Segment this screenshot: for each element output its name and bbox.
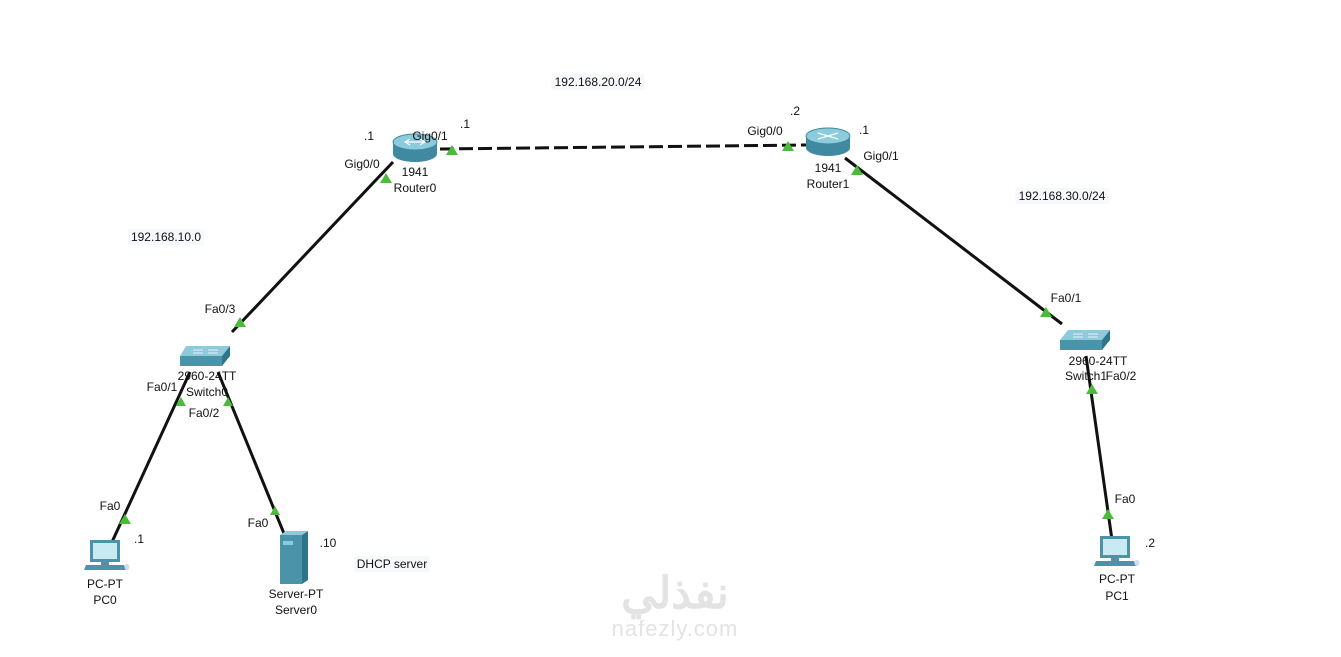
link-router1-switch1[interactable] — [844, 156, 1063, 326]
router0-gig00-ip: .1 — [363, 129, 375, 143]
port-up-icon — [119, 514, 131, 524]
pc0-icon[interactable] — [84, 540, 130, 570]
router0-gig01-port: Gig0/1 — [412, 129, 448, 143]
switch0-fa02-port: Fa0/2 — [188, 406, 220, 420]
router1-gig01-port: Gig0/1 — [863, 149, 899, 163]
port-up-icon — [1040, 307, 1052, 317]
pc1-icon[interactable] — [1094, 536, 1140, 566]
network-label-lan-left: 192.168.10.0 — [127, 229, 205, 245]
server0-name[interactable]: Server0 — [274, 603, 318, 617]
link-router0-router1[interactable] — [439, 143, 807, 151]
watermark-arabic: نفذلي — [621, 569, 729, 618]
pc0-model: PC-PT — [87, 577, 123, 591]
network-label-lan-right: 192.168.30.0/24 — [1015, 188, 1109, 204]
port-up-icon — [270, 506, 280, 515]
server0-model: Server-PT — [268, 587, 324, 601]
router1-icon[interactable] — [805, 127, 851, 156]
switch0-name[interactable]: Switch0 — [185, 385, 229, 399]
port-up-icon — [782, 141, 794, 151]
switch0-fa01-port: Fa0/1 — [146, 380, 178, 394]
pc0-name[interactable]: PC0 — [93, 593, 117, 607]
link-switch1-pc1[interactable] — [1084, 355, 1114, 541]
router0-gig01-ip: .1 — [459, 117, 471, 131]
port-up-icon — [1102, 509, 1114, 519]
pc0-port: Fa0 — [99, 499, 121, 513]
router0-model: 1941 — [401, 165, 429, 179]
links — [110, 143, 1114, 543]
router1-gig00-port: Gig0/0 — [747, 124, 783, 138]
router1-gig01-ip: .1 — [858, 123, 870, 137]
port-up-icon — [446, 145, 458, 155]
pc1-port: Fa0 — [1114, 492, 1136, 506]
pc1-ip: .2 — [1144, 536, 1156, 550]
switch1-name[interactable]: Switch1 — [1064, 369, 1108, 383]
watermark-latin: nafezly.com — [611, 616, 739, 641]
server0-ip: .10 — [319, 536, 337, 550]
router1-name[interactable]: Router1 — [806, 177, 850, 191]
router1-gig00-ip: .2 — [789, 104, 801, 118]
switch0-icon[interactable] — [180, 346, 230, 366]
link-router0-switch0[interactable] — [230, 160, 395, 334]
pc0-ip: .1 — [133, 532, 145, 546]
dhcp-server-note: DHCP server — [353, 556, 431, 572]
port-indicators — [119, 141, 1114, 524]
router1-model: 1941 — [814, 161, 842, 175]
port-up-icon — [234, 317, 246, 327]
pc1-model: PC-PT — [1099, 572, 1135, 586]
switch0-model: 2960-24TT — [177, 369, 237, 383]
port-up-icon — [176, 397, 186, 406]
watermark: نفذلي nafezly.com — [590, 572, 760, 642]
switch1-model: 2960-24TT — [1068, 354, 1128, 368]
port-up-icon — [223, 397, 233, 406]
network-label-wan: 192.168.20.0/24 — [551, 74, 645, 90]
pc1-name[interactable]: PC1 — [1105, 589, 1129, 603]
port-up-icon — [1086, 384, 1098, 394]
port-up-icon — [380, 173, 392, 183]
server0-port: Fa0 — [247, 516, 269, 530]
switch1-fa01-port: Fa0/1 — [1050, 291, 1082, 305]
router0-name[interactable]: Router0 — [393, 181, 437, 195]
switch1-fa02-port: Fa0/2 — [1105, 369, 1137, 383]
switch0-fa03-port: Fa0/3 — [204, 302, 236, 316]
link-switch0-pc0[interactable] — [110, 371, 192, 543]
router0-gig00-port: Gig0/0 — [344, 157, 380, 171]
router0-icon[interactable] — [392, 133, 438, 162]
port-up-icon — [851, 165, 863, 175]
switch1-icon[interactable] — [1060, 330, 1110, 350]
server0-icon[interactable] — [280, 531, 308, 584]
